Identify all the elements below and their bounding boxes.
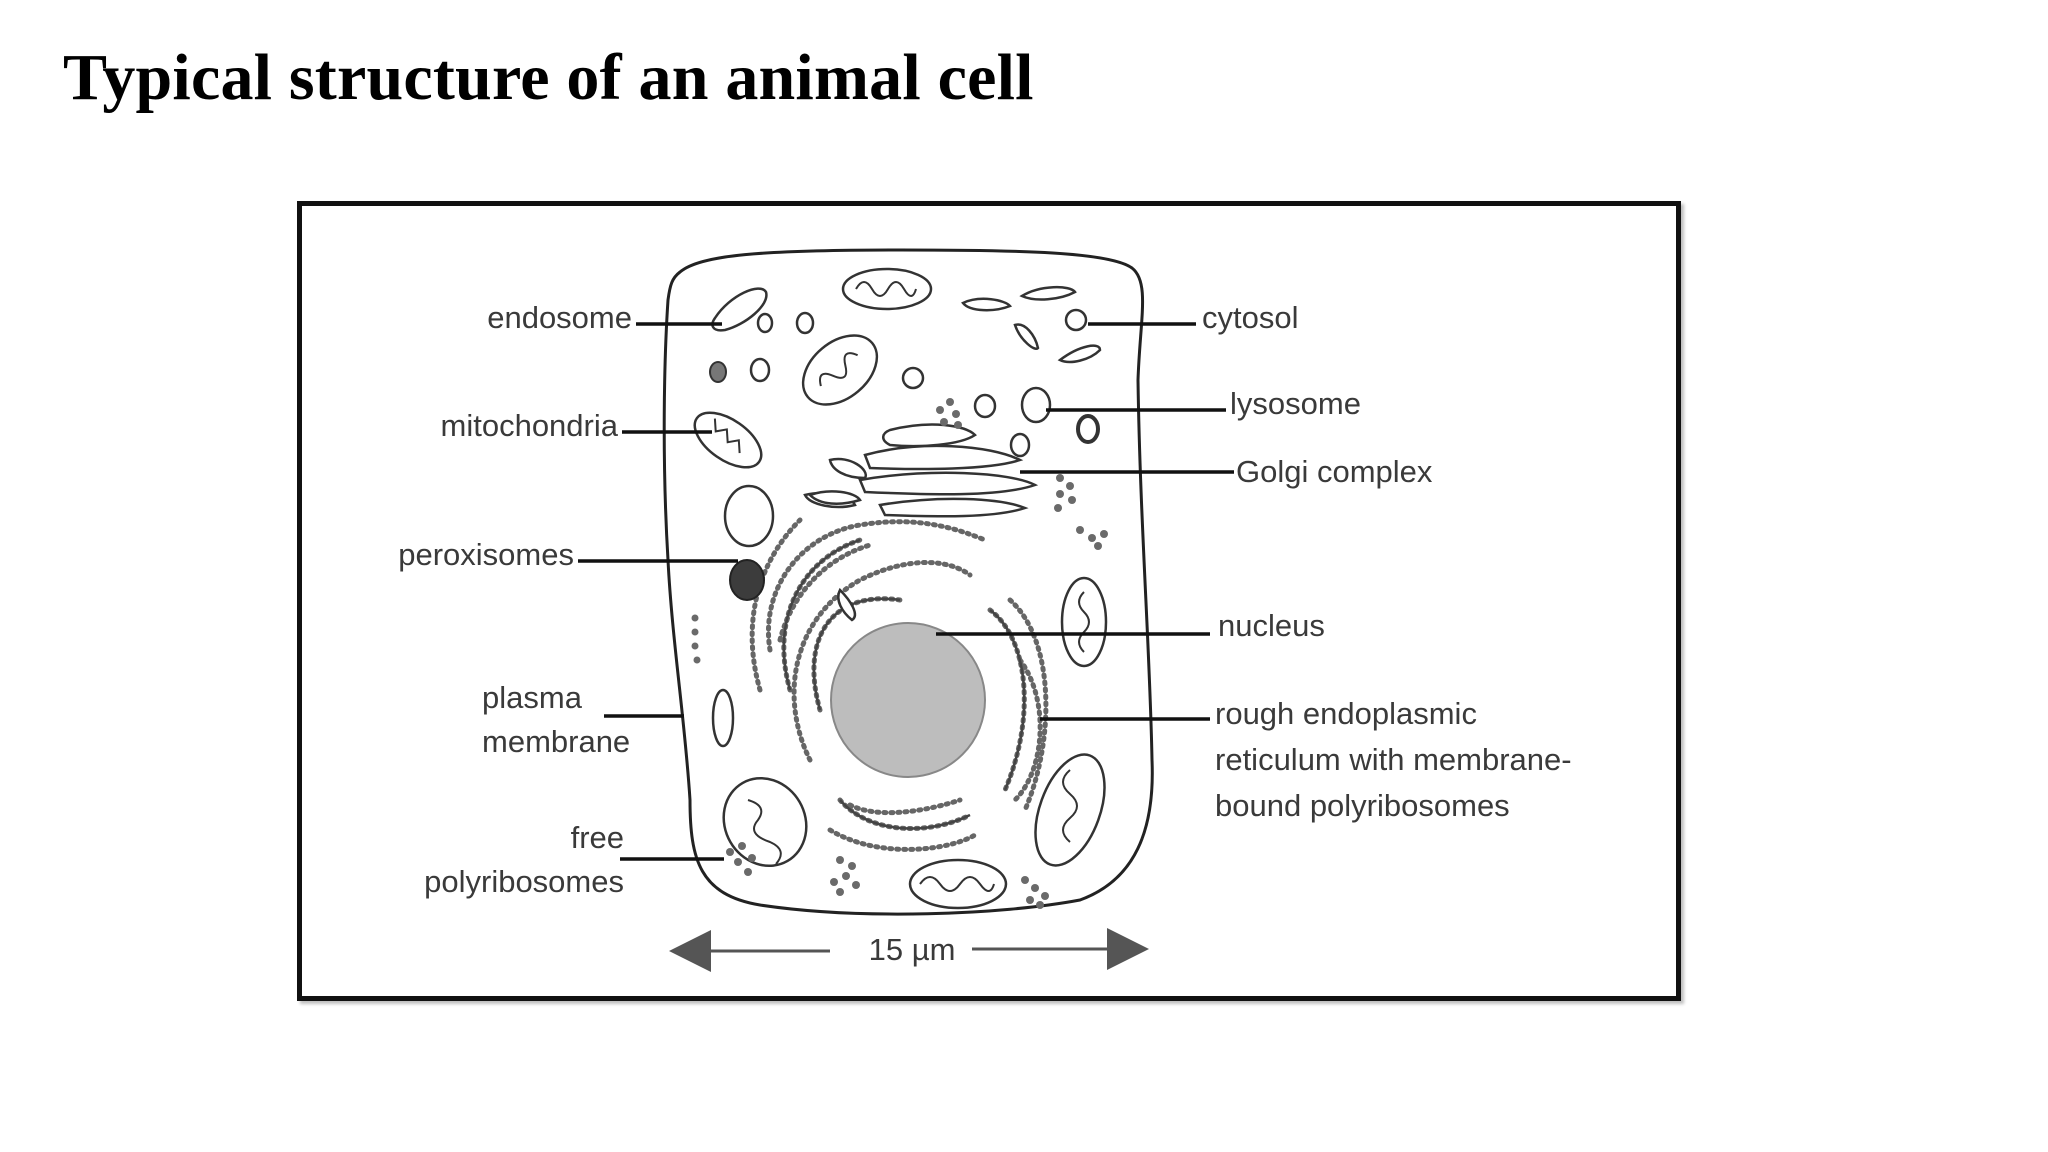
label-cytosol: cytosol xyxy=(1202,300,1298,335)
label-nucleus: nucleus xyxy=(1218,608,1325,643)
label-rer-line3: bound polyribosomes xyxy=(1215,788,1510,823)
label-polyribosomes: polyribosomes xyxy=(424,864,624,899)
label-mitochondria: mitochondria xyxy=(441,408,619,443)
vesicles xyxy=(711,286,1102,748)
slide-title: Typical structure of an animal cell xyxy=(63,41,1034,114)
leader-lines xyxy=(578,322,1234,861)
label-golgi: Golgi complex xyxy=(1236,454,1433,489)
label-peroxisomes: peroxisomes xyxy=(398,537,574,572)
nucleus-shape xyxy=(830,622,986,778)
label-lysosome: lysosome xyxy=(1230,386,1361,421)
label-membrane: membrane xyxy=(482,724,630,759)
golgi-shape xyxy=(803,423,1039,518)
polyribosome-dots xyxy=(691,398,1108,909)
scale-bar-label: 15 µm xyxy=(869,932,956,967)
label-endosome: endosome xyxy=(487,300,632,335)
label-rer-line1: rough endoplasmic xyxy=(1215,696,1477,731)
label-rer-line2: reticulum with membrane- xyxy=(1215,742,1572,777)
mitochondria-shapes xyxy=(693,267,1108,910)
label-free: free xyxy=(571,820,624,855)
label-plasma: plasma xyxy=(482,680,583,715)
peroxisome-shapes xyxy=(709,361,765,601)
scale-bar: 15 µm xyxy=(669,928,1149,972)
